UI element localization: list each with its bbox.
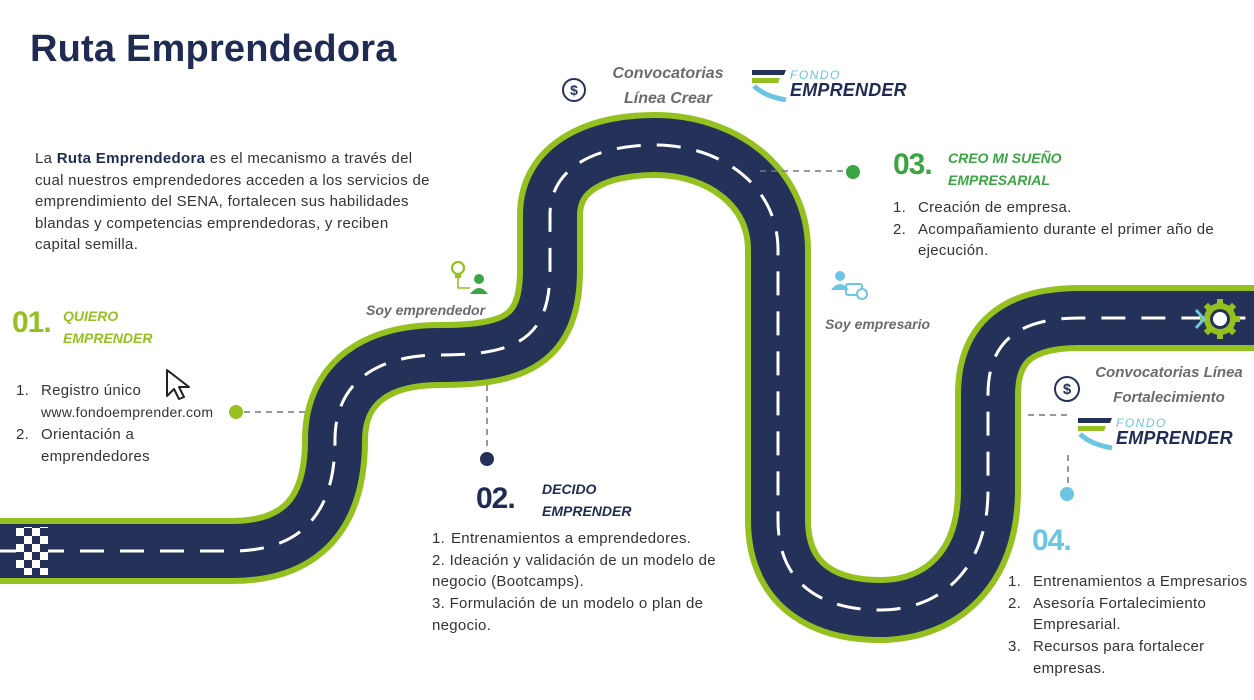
list-item: 2.Acompañamiento durante el primer año d… bbox=[893, 220, 1215, 260]
intro-paragraph: La Ruta Emprendedora es el mecanismo a t… bbox=[35, 150, 430, 254]
step-1-title: QUIERO EMPRENDER bbox=[63, 308, 153, 346]
step-3-number: 03. bbox=[893, 148, 933, 181]
caption-soy-empresario: Soy empresario bbox=[825, 316, 931, 332]
road-center-line bbox=[0, 143, 1254, 612]
list-item: 1.Entrenamientos a Empresarios bbox=[1008, 573, 1248, 590]
checkered-flag-icon bbox=[16, 527, 48, 575]
step-1-number: 01. bbox=[12, 306, 52, 339]
page-title: Ruta Emprendedora bbox=[30, 28, 397, 70]
link-fondoemprender[interactable]: www.fondoemprender.com bbox=[41, 403, 214, 420]
step-4-number: 04. bbox=[1032, 524, 1072, 557]
businessman-icon bbox=[831, 271, 868, 300]
step-2-title: DECIDO EMPRENDER bbox=[542, 481, 632, 519]
list-item: 2.Orientación a emprendedores bbox=[16, 426, 150, 466]
step-2-list: 1. Entrenamientos a emprendedores. 2. Id… bbox=[432, 528, 732, 637]
dollar-icon: $ bbox=[562, 78, 586, 102]
step-3-title: CREO MI SUEÑO EMPRESARIAL bbox=[948, 150, 1062, 188]
fondo-emprender-logo: FONDO EMPRENDER bbox=[750, 66, 907, 102]
caption-convocatorias-crear: Convocatorias Línea Crear bbox=[612, 65, 724, 107]
list-item: 2.Asesoría Fortalecimiento Empresarial. bbox=[1008, 594, 1207, 634]
caption-soy-emprendedor: Soy emprendedor bbox=[366, 302, 486, 318]
cursor-icon bbox=[166, 369, 190, 400]
svg-text:$: $ bbox=[570, 82, 578, 98]
fondo-emprender-logo: FONDO EMPRENDER bbox=[1076, 414, 1233, 450]
lightbulb-person-icon bbox=[450, 260, 488, 294]
list-item: 1.Creación de empresa. bbox=[893, 199, 1072, 216]
step-4-list: 1.Entrenamientos a Empresarios 2.Asesorí… bbox=[1008, 571, 1248, 680]
caption-convocatorias-fortalecimiento: Convocatorias Línea Fortalecimiento bbox=[1095, 364, 1243, 406]
list-item: 3.Recursos para fortalecer empresas. bbox=[1008, 638, 1205, 677]
fondo-emprender-logo-icon bbox=[752, 70, 787, 102]
step-3-list: 1.Creación de empresa. 2.Acompañamiento … bbox=[893, 197, 1238, 262]
list-item: 3. Formulación de un modelo o plan de ne… bbox=[432, 595, 704, 634]
step-2-number: 02. bbox=[476, 482, 516, 515]
svg-text:$: $ bbox=[1063, 381, 1072, 398]
dollar-icon: $ bbox=[1054, 376, 1080, 402]
list-item: 1. Entrenamientos a emprendedores. bbox=[432, 530, 692, 547]
fondo-emprender-logo-icon bbox=[1078, 418, 1113, 450]
gear-icon bbox=[1200, 299, 1240, 339]
list-item: 2. Ideación y validación de un modelo de… bbox=[432, 551, 716, 591]
